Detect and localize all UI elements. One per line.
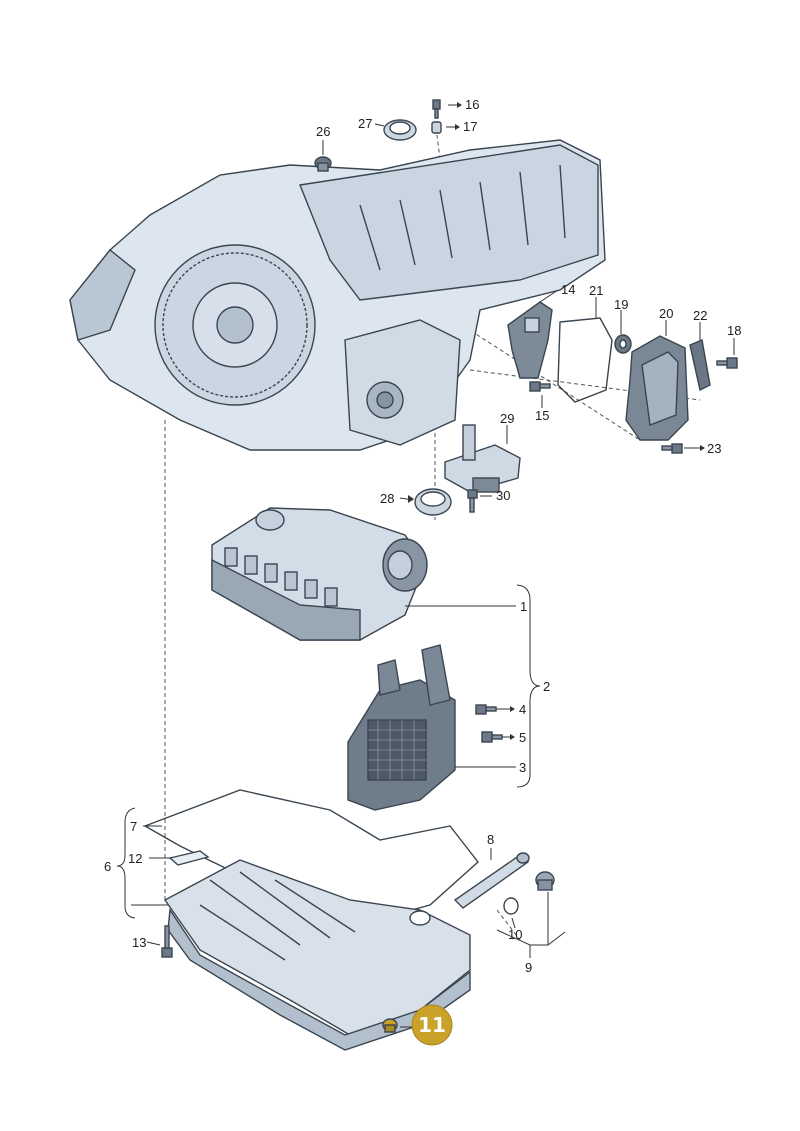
- callout-10: 10: [508, 927, 522, 942]
- callout-13: 13: [132, 935, 146, 950]
- callout-21: 21: [589, 283, 603, 298]
- gasket-21: [557, 317, 613, 403]
- seal-ring-27: [383, 119, 417, 141]
- callout-4: 4: [519, 702, 526, 717]
- highlight-badge-11[interactable]: 11: [411, 1004, 453, 1046]
- bracket-14: [507, 301, 553, 379]
- callout-15: 15: [535, 408, 549, 423]
- callout-5: 5: [519, 730, 526, 745]
- bolt-16: [432, 99, 441, 119]
- callout-3: 3: [519, 760, 526, 775]
- callout-29: 29: [500, 411, 514, 426]
- mechatronic-3: [347, 644, 456, 811]
- callout-23: 23: [707, 441, 721, 456]
- callout-27: 27: [358, 116, 372, 131]
- bolt-15: [529, 381, 551, 392]
- callout-6: 6: [104, 859, 111, 874]
- bolt-5: [481, 731, 503, 743]
- callout-12: 12: [128, 851, 142, 866]
- clip-22: [689, 339, 711, 392]
- callout-2: 2: [543, 679, 550, 694]
- callout-22: 22: [693, 308, 707, 323]
- leader-lines: [116, 102, 735, 1028]
- valve-body-1: [211, 507, 428, 641]
- transmission-housing: [69, 139, 606, 451]
- bolt-13: [161, 925, 173, 958]
- plug-26: [314, 156, 332, 172]
- bolt-30: [467, 489, 478, 513]
- callout-28: 28: [380, 491, 394, 506]
- seal-19: [614, 334, 632, 354]
- plug-9: [535, 871, 555, 891]
- sleeve-17: [431, 121, 442, 134]
- callout-labels: 16 17 27 26 14 21 19 20 22 18 15 23 29 2…: [104, 97, 741, 975]
- callout-14: 14: [561, 282, 575, 297]
- bolt-23: [661, 443, 683, 454]
- oil-pan: [163, 859, 471, 1051]
- bolt-18: [716, 357, 738, 369]
- callout-20: 20: [659, 306, 673, 321]
- callout-18: 18: [727, 323, 741, 338]
- callout-19: 19: [614, 297, 628, 312]
- callout-9: 9: [525, 960, 532, 975]
- highlight-label: 11: [418, 1013, 446, 1037]
- callout-16: 16: [465, 97, 479, 112]
- callout-7: 7: [130, 819, 137, 834]
- filler-tube-8: [453, 852, 530, 909]
- callout-1: 1: [520, 599, 527, 614]
- callout-17: 17: [463, 119, 477, 134]
- drain-plug-11-part: [382, 1018, 398, 1033]
- highlight-circle[interactable]: [411, 1004, 453, 1046]
- o-ring-10: [503, 897, 519, 915]
- bolt-4: [475, 704, 497, 715]
- ring-28: [414, 488, 452, 516]
- callout-30: 30: [496, 488, 510, 503]
- callout-26: 26: [316, 124, 330, 139]
- label-sticker-12: [168, 850, 210, 866]
- callout-8: 8: [487, 832, 494, 847]
- sensor-29: [444, 424, 521, 493]
- cover-20: [625, 335, 689, 441]
